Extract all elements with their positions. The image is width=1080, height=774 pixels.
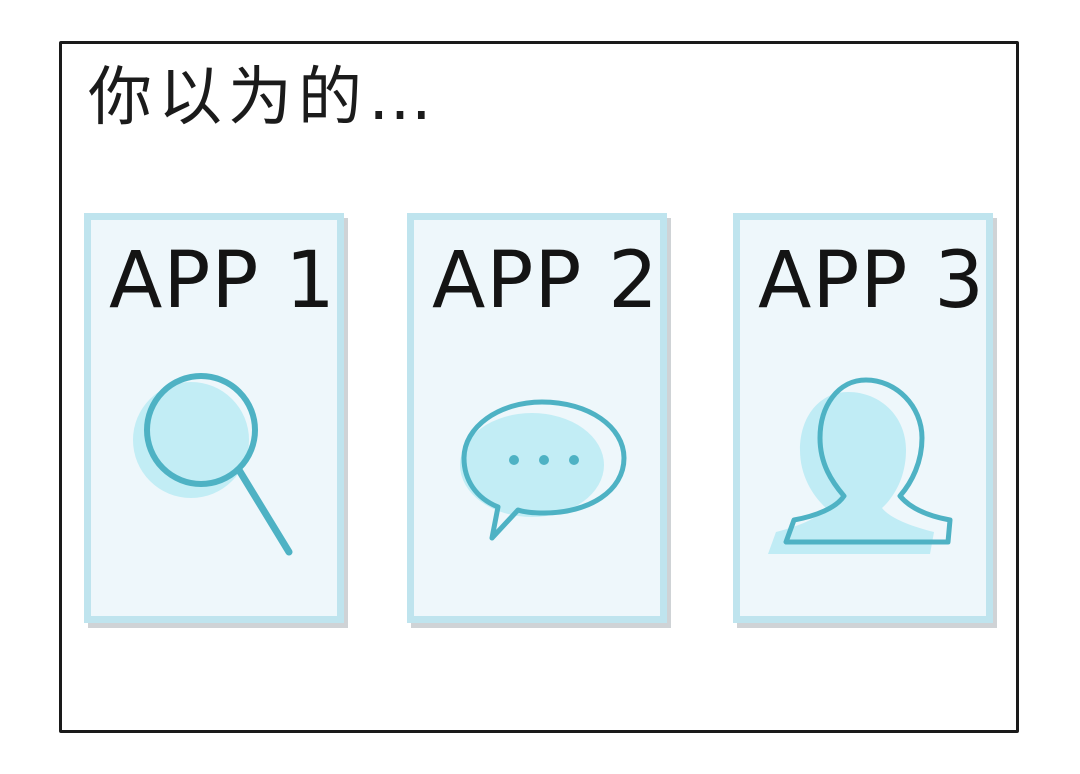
chat-bubble-icon	[460, 399, 627, 541]
app-card-1-label: APP 1	[109, 236, 336, 326]
app-card-2-label: APP 2	[432, 236, 659, 326]
user-icon	[768, 377, 953, 554]
app-card-3[interactable]: APP 3	[733, 213, 993, 623]
app-card-1[interactable]: APP 1	[84, 213, 344, 623]
app-card-2[interactable]: APP 2	[407, 213, 667, 623]
panel-caption: 你以为的…	[88, 61, 438, 135]
search-icon	[133, 373, 293, 556]
app-card-3-label: APP 3	[758, 236, 985, 326]
